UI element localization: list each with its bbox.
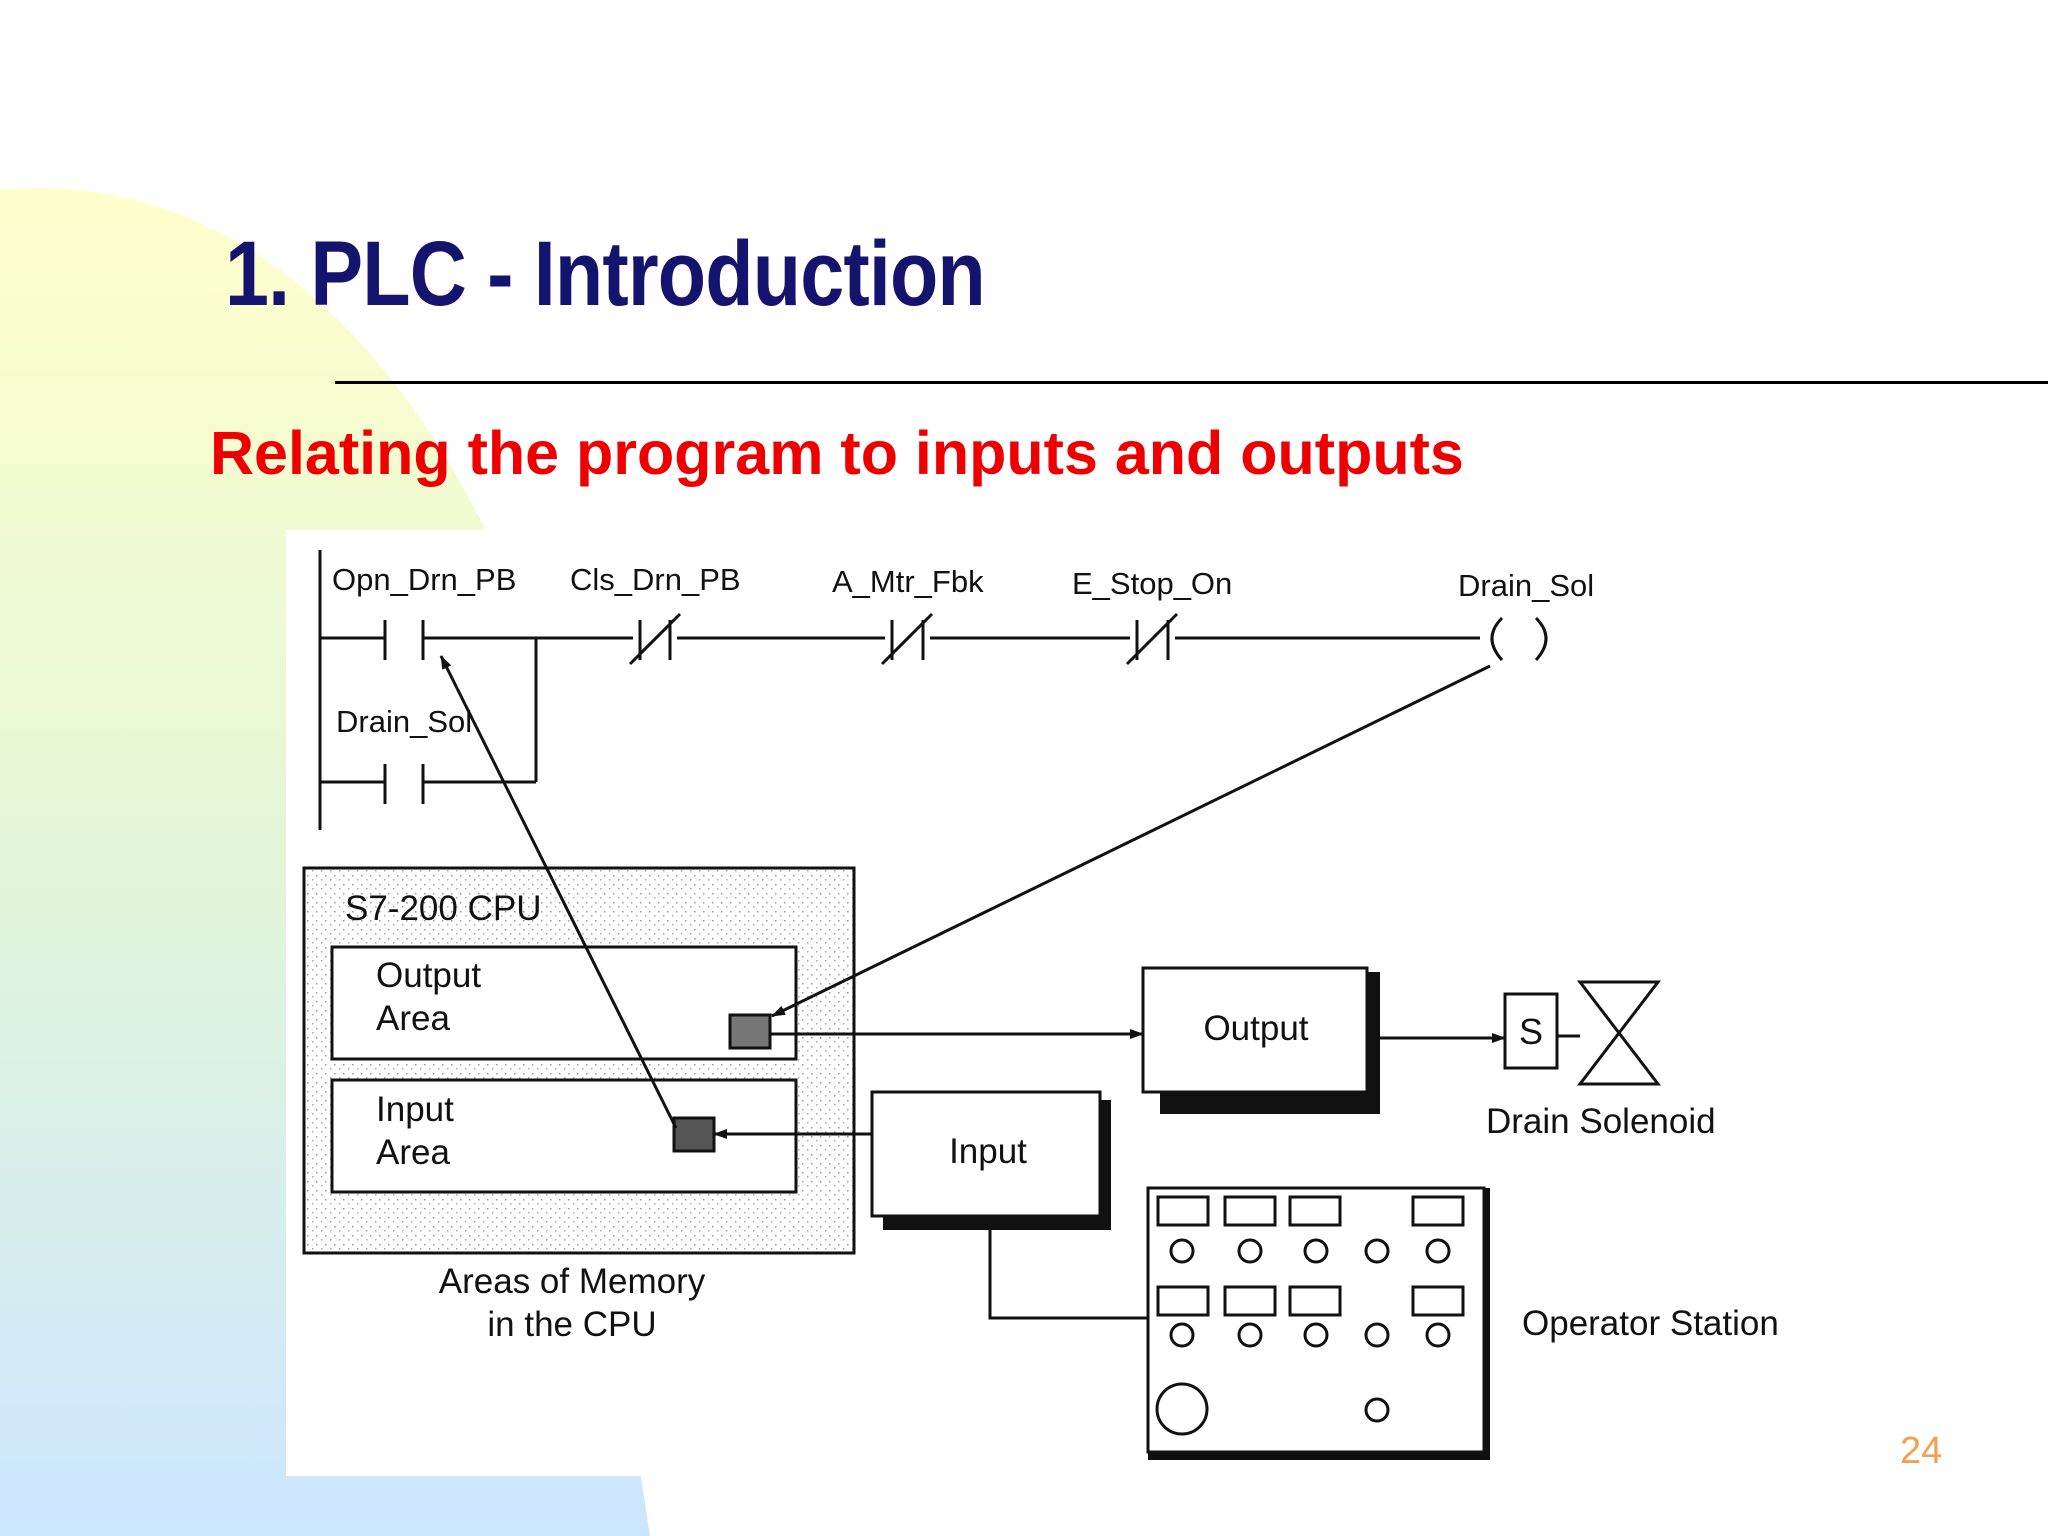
- input-area-to-contact-arrow: [439, 655, 678, 1129]
- cpu-block: S7-200 CPU Output Area Input Area Areas …: [302, 866, 856, 1344]
- label-a-mtr-fbk: A_Mtr_Fbk: [832, 564, 984, 599]
- slide-title: 1. PLC - Introduction: [225, 223, 986, 325]
- emergency-stop-knob: [1155, 1382, 1209, 1436]
- cpu-title: S7-200 CPU: [345, 889, 541, 928]
- output-module: Output: [1141, 966, 1380, 1114]
- contact-a-mtr-fbk: [880, 612, 934, 666]
- drain-solenoid-label: Drain Solenoid: [1486, 1102, 1716, 1141]
- output-area: Output Area: [330, 945, 798, 1061]
- output-module-label: Output: [1203, 1009, 1308, 1048]
- label-drain-sol-seal: Drain_Sol: [336, 704, 472, 739]
- operator-lights-row-1: [1169, 1238, 1451, 1264]
- svg-text:Output: Output: [376, 956, 481, 995]
- solenoid-symbol: S: [1519, 1011, 1543, 1052]
- svg-text:Area: Area: [376, 999, 450, 1038]
- contact-cls-drn-pb: [628, 612, 682, 666]
- input-module: Input: [870, 1090, 1111, 1230]
- cpu-caption-line-2: in the CPU: [487, 1305, 656, 1344]
- contact-e-stop-on: [1125, 612, 1179, 666]
- valve-icon: [1576, 980, 1662, 1086]
- signal-connections: [439, 655, 1506, 1320]
- label-cls-drn-pb: Cls_Drn_PB: [570, 562, 741, 597]
- operator-buttons-row-2: [1156, 1285, 1465, 1317]
- svg-text:Input: Input: [376, 1090, 454, 1129]
- svg-text:Area: Area: [376, 1133, 450, 1172]
- operator-station: [1146, 1186, 1490, 1460]
- contact-opn-drn-pb: [383, 620, 425, 660]
- page-number: 24: [1900, 1430, 1943, 1472]
- station-to-input-arrow: [985, 1215, 1148, 1320]
- label-opn-drn-pb: Opn_Drn_PB: [332, 562, 516, 597]
- title-divider: [335, 381, 2048, 384]
- input-area: Input Area: [330, 1078, 798, 1194]
- coil-drain-sol: [1490, 616, 1548, 662]
- slide-subtitle: Relating the program to inputs and outpu…: [210, 419, 1464, 487]
- operator-lights-row-2: [1169, 1322, 1451, 1348]
- label-e-stop-on: E_Stop_On: [1072, 566, 1232, 601]
- contact-drain-sol-seal: [383, 764, 425, 804]
- coil-to-output-area-arrow: [771, 664, 1491, 1018]
- operator-station-label: Operator Station: [1522, 1304, 1779, 1343]
- cpu-caption-line-1: Areas of Memory: [439, 1262, 706, 1301]
- drain-solenoid: S Drain Solenoid: [1486, 980, 1716, 1141]
- ladder-labels: Opn_Drn_PB Cls_Drn_PB A_Mtr_Fbk E_Stop_O…: [332, 562, 1594, 739]
- operator-buttons-row-1: [1156, 1195, 1465, 1227]
- label-coil-drain-sol: Drain_Sol: [1458, 568, 1594, 603]
- output-bit-icon: [728, 1013, 772, 1050]
- input-bit-icon: [672, 1116, 716, 1153]
- ladder-rung: [318, 550, 1548, 830]
- input-module-label: Input: [949, 1132, 1027, 1171]
